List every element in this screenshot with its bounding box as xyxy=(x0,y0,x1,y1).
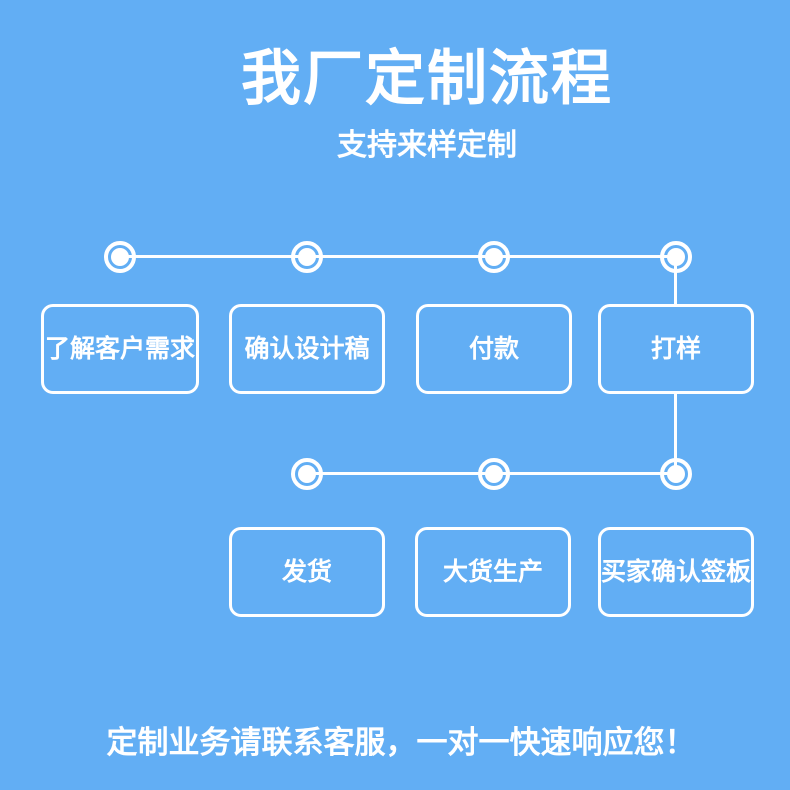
step-box-confirm-design: 确认设计稿 xyxy=(229,304,385,394)
flow-node-icon xyxy=(478,241,510,273)
row1-connector-line xyxy=(120,255,676,258)
step-label: 确认设计稿 xyxy=(244,334,370,363)
step-box-payment: 付款 xyxy=(416,304,572,394)
flow-node-icon xyxy=(660,458,692,490)
flow-node-icon xyxy=(660,241,692,273)
step-label: 打样 xyxy=(650,334,701,363)
step-box-buyer-confirm-sample: 买家确认签板 xyxy=(598,527,754,617)
step-label: 付款 xyxy=(468,334,519,363)
page-subtitle: 支持来样定制 xyxy=(337,129,517,162)
step-label: 了解客户需求 xyxy=(44,334,195,363)
step-label: 买家确认签板 xyxy=(601,557,752,586)
flow-node-icon xyxy=(291,458,323,490)
step-box-shipping: 发货 xyxy=(229,527,385,617)
footer-contact-note: 定制业务请联系客服，一对一快速响应您！ xyxy=(106,725,696,760)
dayang-bottom-connector-line xyxy=(674,394,677,476)
flow-node-icon xyxy=(291,241,323,273)
step-box-understand-needs: 了解客户需求 xyxy=(41,304,199,394)
step-label: 大货生产 xyxy=(442,557,543,586)
step-box-sampling: 打样 xyxy=(598,304,754,394)
dayang-top-connector-line xyxy=(674,256,677,306)
flow-node-icon xyxy=(104,241,136,273)
flow-node-icon xyxy=(478,458,510,490)
step-label: 发货 xyxy=(281,557,332,586)
page-title: 我厂定制流程 xyxy=(241,45,613,112)
step-box-mass-production: 大货生产 xyxy=(415,527,571,617)
